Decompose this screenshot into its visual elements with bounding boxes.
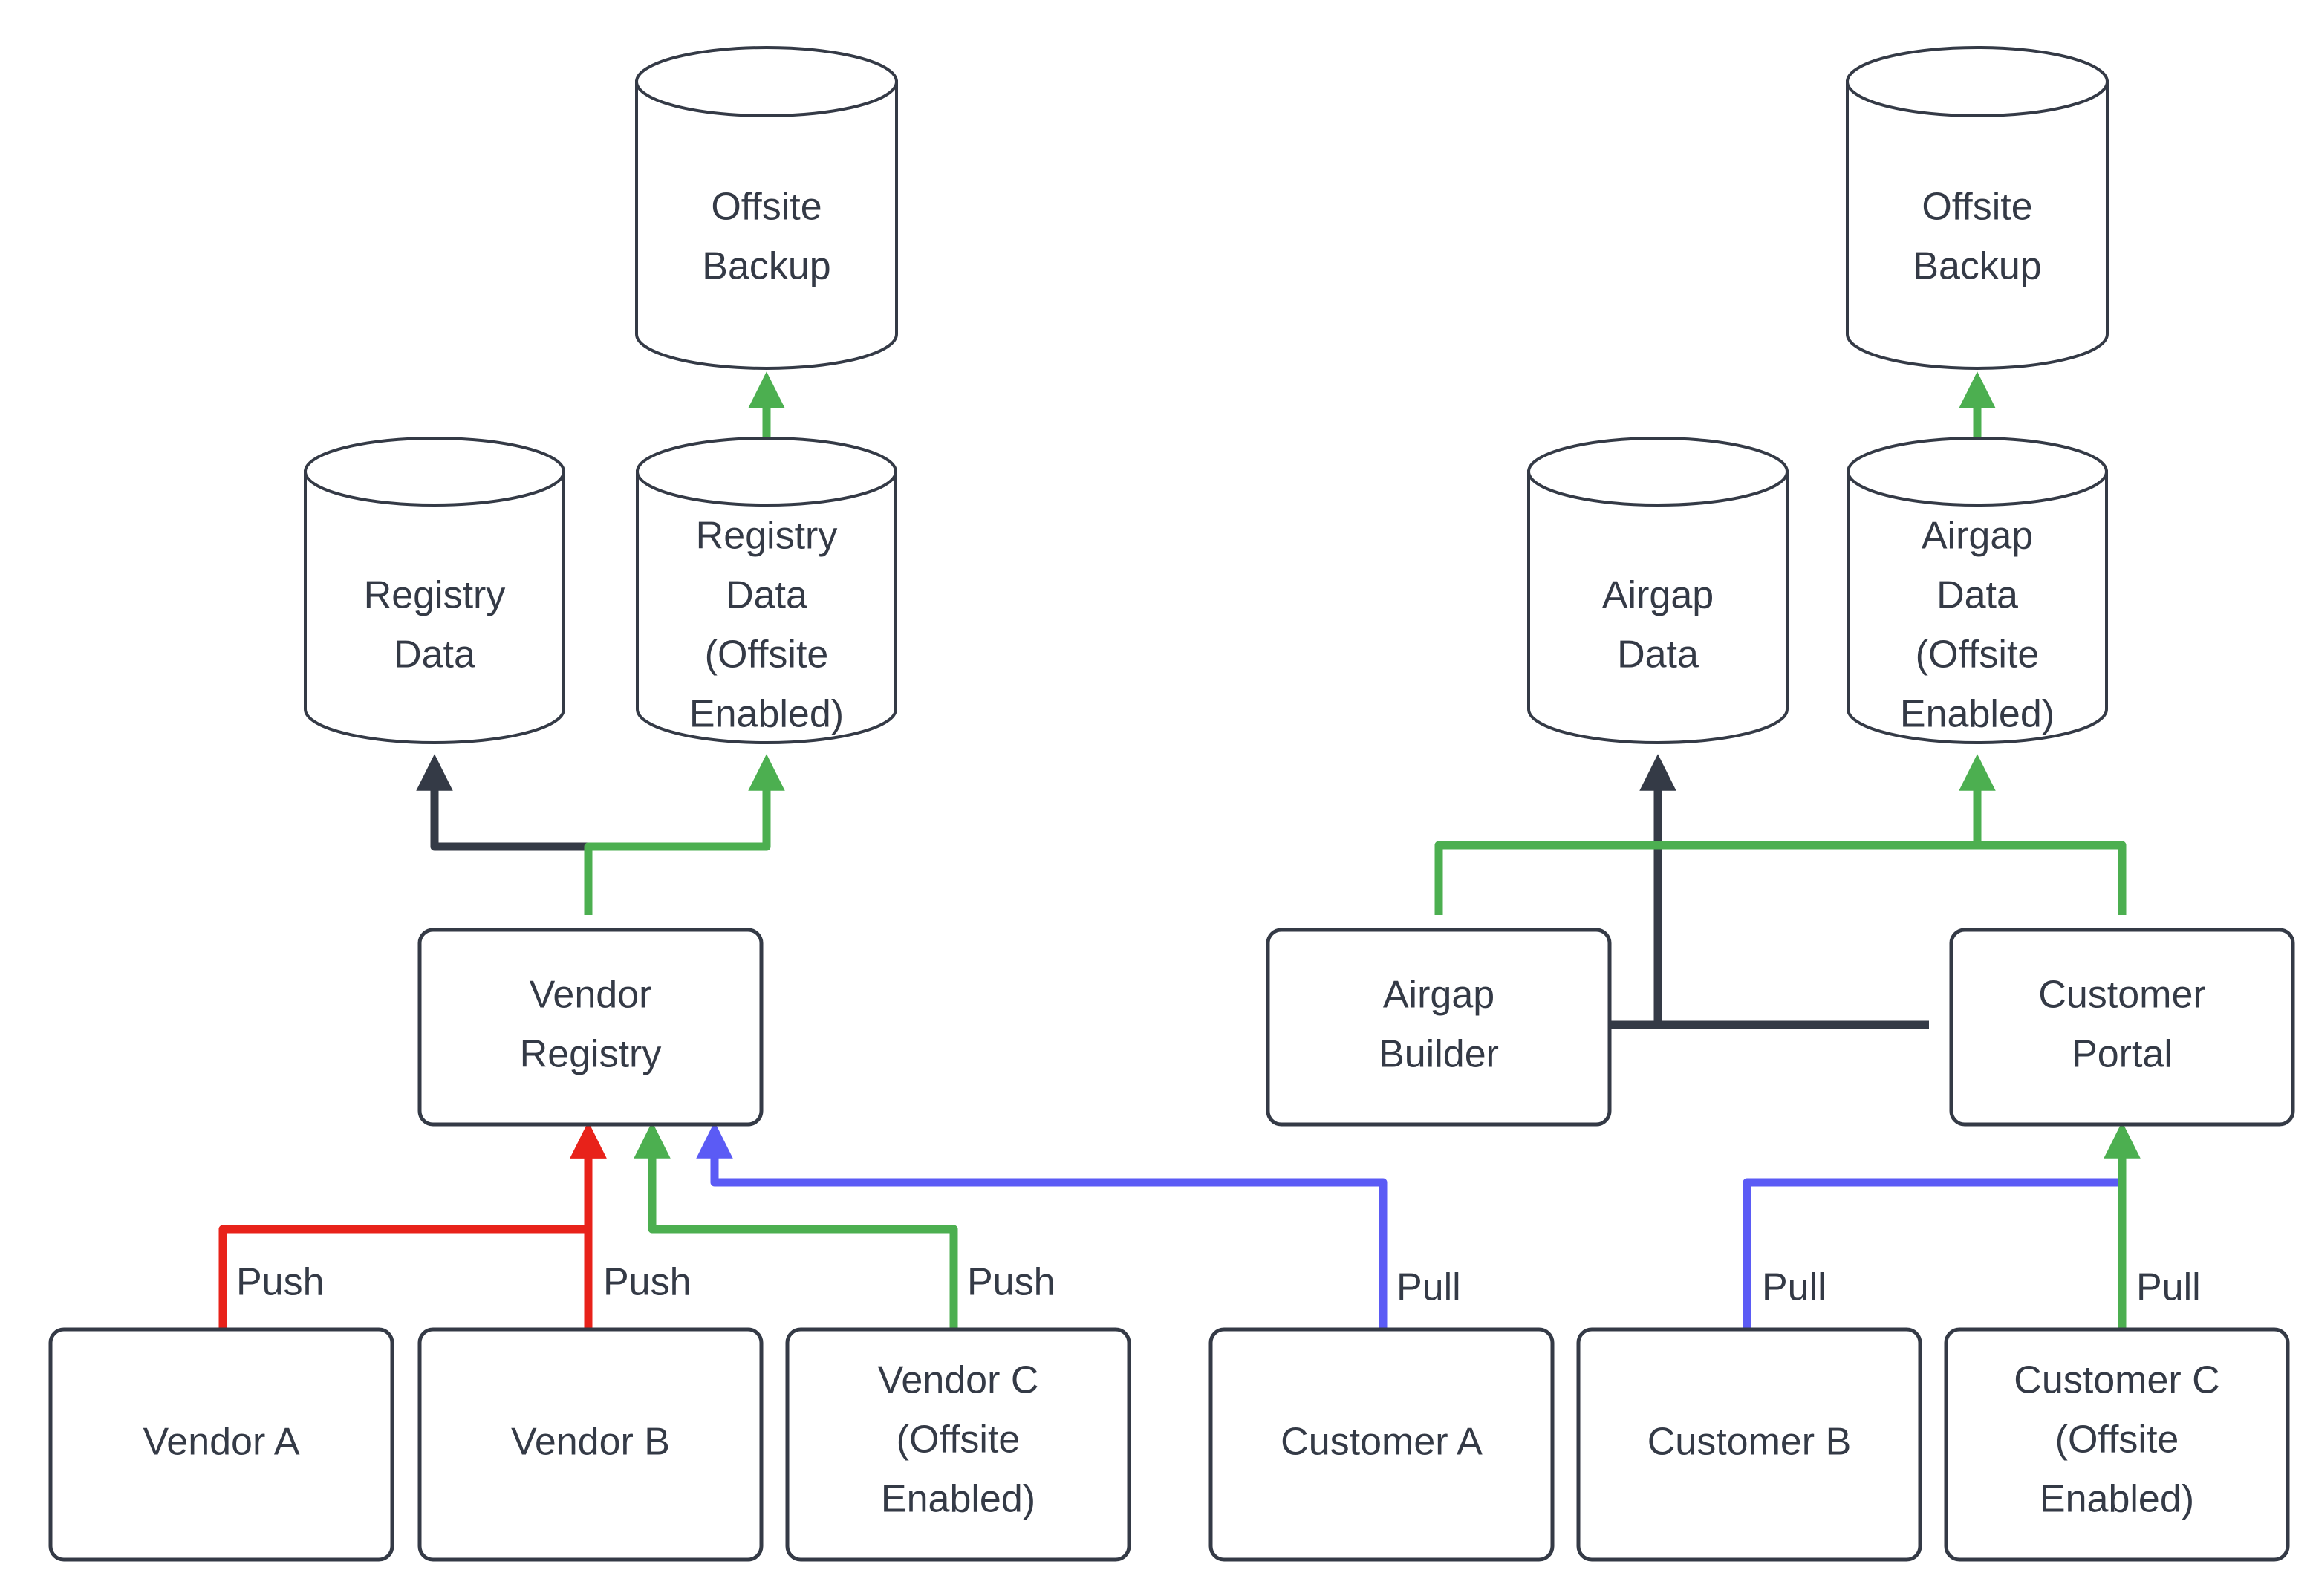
vendor-registry-label-line2: Registry [520, 1033, 662, 1076]
edge-label-vendor-c-push: Push [967, 1261, 1055, 1304]
node-registry-data-offsite[interactable]: Registry Data (Offsite Enabled) [636, 437, 897, 744]
edge-customer-a-pull [696, 1121, 1388, 1329]
registry-data-label-line2: Data [394, 633, 475, 677]
offsite-backup-left-label-line1: Offsite [711, 186, 822, 229]
vendor-c-label-line1: Vendor C [878, 1359, 1039, 1402]
vendor-c-label-line3: Enabled) [881, 1478, 1035, 1521]
edge-label-vendor-a-push: Push [236, 1261, 325, 1304]
node-customer-portal[interactable]: Customer Portal [1949, 928, 2295, 1127]
airgap-data-label-line2: Data [1617, 633, 1699, 677]
node-customer-a[interactable]: Customer A [1208, 1327, 1555, 1562]
node-airgap-builder[interactable]: Airgap Builder [1266, 928, 1612, 1127]
edge-builder-portal-to-airgap-data-offsite [1434, 754, 2127, 915]
node-customer-c[interactable]: Customer C (Offsite Enabled) [1944, 1327, 2290, 1562]
vendor-b-label: Vendor B [511, 1421, 670, 1464]
airgap-data-offsite-label-line1: Airgap [1922, 515, 2033, 558]
airgap-data-offsite-label-line2: Data [1936, 574, 2018, 617]
offsite-backup-right-label-line2: Backup [1913, 245, 2041, 288]
edge-vendor-registry-to-registry-data [416, 754, 588, 851]
airgap-builder-label-line1: Airgap [1383, 974, 1494, 1017]
edge-builder-portal-to-airgap-data [1595, 754, 1929, 1029]
customer-portal-label-line1: Customer [2038, 974, 2205, 1017]
node-customer-b[interactable]: Customer B [1576, 1327, 1922, 1562]
airgap-builder-label-line2: Builder [1379, 1033, 1499, 1076]
customer-b-label: Customer B [1647, 1421, 1852, 1464]
customer-c-label-line1: Customer C [2014, 1359, 2219, 1402]
customer-a-label: Customer A [1281, 1421, 1483, 1464]
edge-vendor-registry-to-registry-data-offsite [584, 754, 785, 915]
offsite-backup-left-label-line2: Backup [702, 245, 830, 288]
node-vendor-registry[interactable]: Vendor Registry [417, 928, 764, 1127]
edge-label-vendor-b-push: Push [603, 1261, 692, 1304]
node-vendor-b[interactable]: Vendor B [417, 1327, 764, 1562]
edge-label-customer-c-pull: Pull [2136, 1266, 2201, 1309]
customer-portal-label-line2: Portal [2072, 1033, 2173, 1076]
airgap-data-label-line1: Airgap [1602, 574, 1714, 617]
registry-data-label-line1: Registry [364, 574, 506, 617]
node-airgap-data-offsite[interactable]: Airgap Data (Offsite Enabled) [1847, 437, 2108, 744]
registry-data-offsite-label-line1: Registry [696, 515, 838, 558]
edge-vendor-c-push [634, 1121, 958, 1329]
registry-data-offsite-label-line2: Data [726, 574, 807, 617]
customer-c-label-line3: Enabled) [2040, 1478, 2194, 1521]
node-airgap-data[interactable]: Airgap Data [1527, 437, 1789, 744]
vendor-registry-label-line1: Vendor [530, 974, 652, 1017]
node-offsite-backup-right[interactable]: Offsite Backup [1846, 46, 2109, 370]
node-registry-data[interactable]: Registry Data [304, 437, 565, 744]
vendor-c-label-line2: (Offsite [897, 1419, 1021, 1462]
node-offsite-backup-left[interactable]: Offsite Backup [635, 46, 898, 370]
registry-data-offsite-label-line3: (Offsite [705, 633, 829, 677]
customer-c-label-line2: (Offsite [2055, 1419, 2179, 1462]
registry-data-offsite-label-line4: Enabled) [689, 693, 844, 736]
vendor-a-label: Vendor A [143, 1421, 299, 1464]
edge-customer-b-pull [1743, 1178, 2126, 1329]
edge-label-customer-b-pull: Pull [1762, 1266, 1826, 1309]
node-vendor-a[interactable]: Vendor A [48, 1327, 394, 1562]
edge-label-customer-a-pull: Pull [1396, 1266, 1461, 1309]
airgap-data-offsite-label-line3: (Offsite [1916, 633, 2040, 677]
offsite-backup-right-label-line1: Offsite [1922, 186, 2032, 229]
node-vendor-c[interactable]: Vendor C (Offsite Enabled) [785, 1327, 1131, 1562]
airgap-data-offsite-label-line4: Enabled) [1900, 693, 2055, 736]
